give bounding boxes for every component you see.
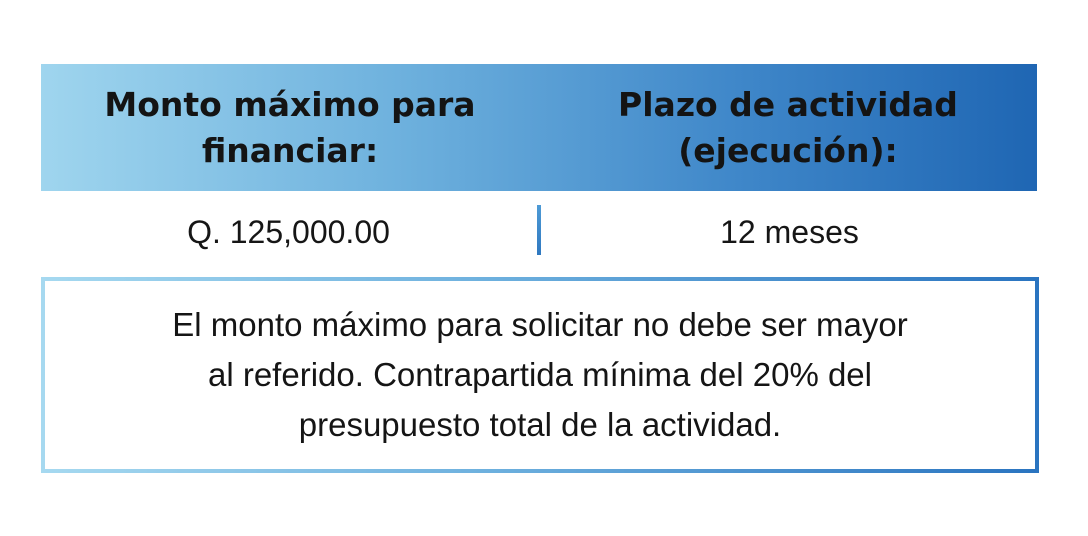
- header-band: Monto máximo para financiar: Plazo de ac…: [41, 64, 1037, 191]
- note-line1: El monto máximo para solicitar no debe s…: [172, 306, 908, 343]
- header-duration-line1: Plazo de actividad: [618, 84, 958, 124]
- note-text: El monto máximo para solicitar no debe s…: [172, 300, 907, 450]
- column-divider: [537, 205, 541, 255]
- header-max-amount: Monto máximo para financiar:: [41, 64, 539, 191]
- note-box-inner: El monto máximo para solicitar no debe s…: [45, 281, 1035, 469]
- duration-value: 12 meses: [720, 213, 859, 250]
- note-line2: al referido. Contrapartida mínima del 20…: [207, 356, 872, 393]
- amount-value: Q. 125,000.00: [187, 213, 390, 250]
- values-row: Q. 125,000.00 12 meses: [41, 200, 1037, 264]
- header-duration-line2: (ejecución):: [678, 130, 898, 170]
- note-line3: presupuesto total de la actividad.: [298, 406, 782, 443]
- header-duration: Plazo de actividad (ejecución):: [539, 64, 1037, 191]
- note-box: El monto máximo para solicitar no debe s…: [41, 277, 1039, 473]
- header-max-amount-line1: Monto máximo para: [104, 84, 476, 124]
- header-max-amount-line2: financiar:: [201, 130, 379, 170]
